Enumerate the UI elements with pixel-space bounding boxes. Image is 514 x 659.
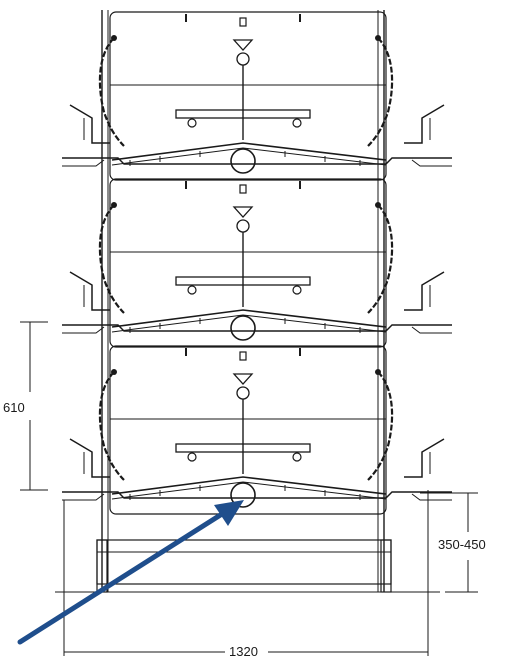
dimension-floor-clearance: 350-450 <box>420 492 486 593</box>
pointer-arrow-icon <box>17 500 244 645</box>
cage-tier-middle <box>60 177 454 349</box>
cage-tier-top <box>60 10 454 182</box>
total-width-label: 1320 <box>229 644 258 659</box>
floor-clearance-label: 350-450 <box>438 537 486 552</box>
dimension-total-width: 1320 <box>63 490 429 659</box>
tier-height-label: 610 <box>3 400 25 415</box>
cage-base <box>55 539 440 593</box>
cage-tier-bottom <box>60 344 454 516</box>
dimension-tier-height: 610 <box>3 321 48 491</box>
